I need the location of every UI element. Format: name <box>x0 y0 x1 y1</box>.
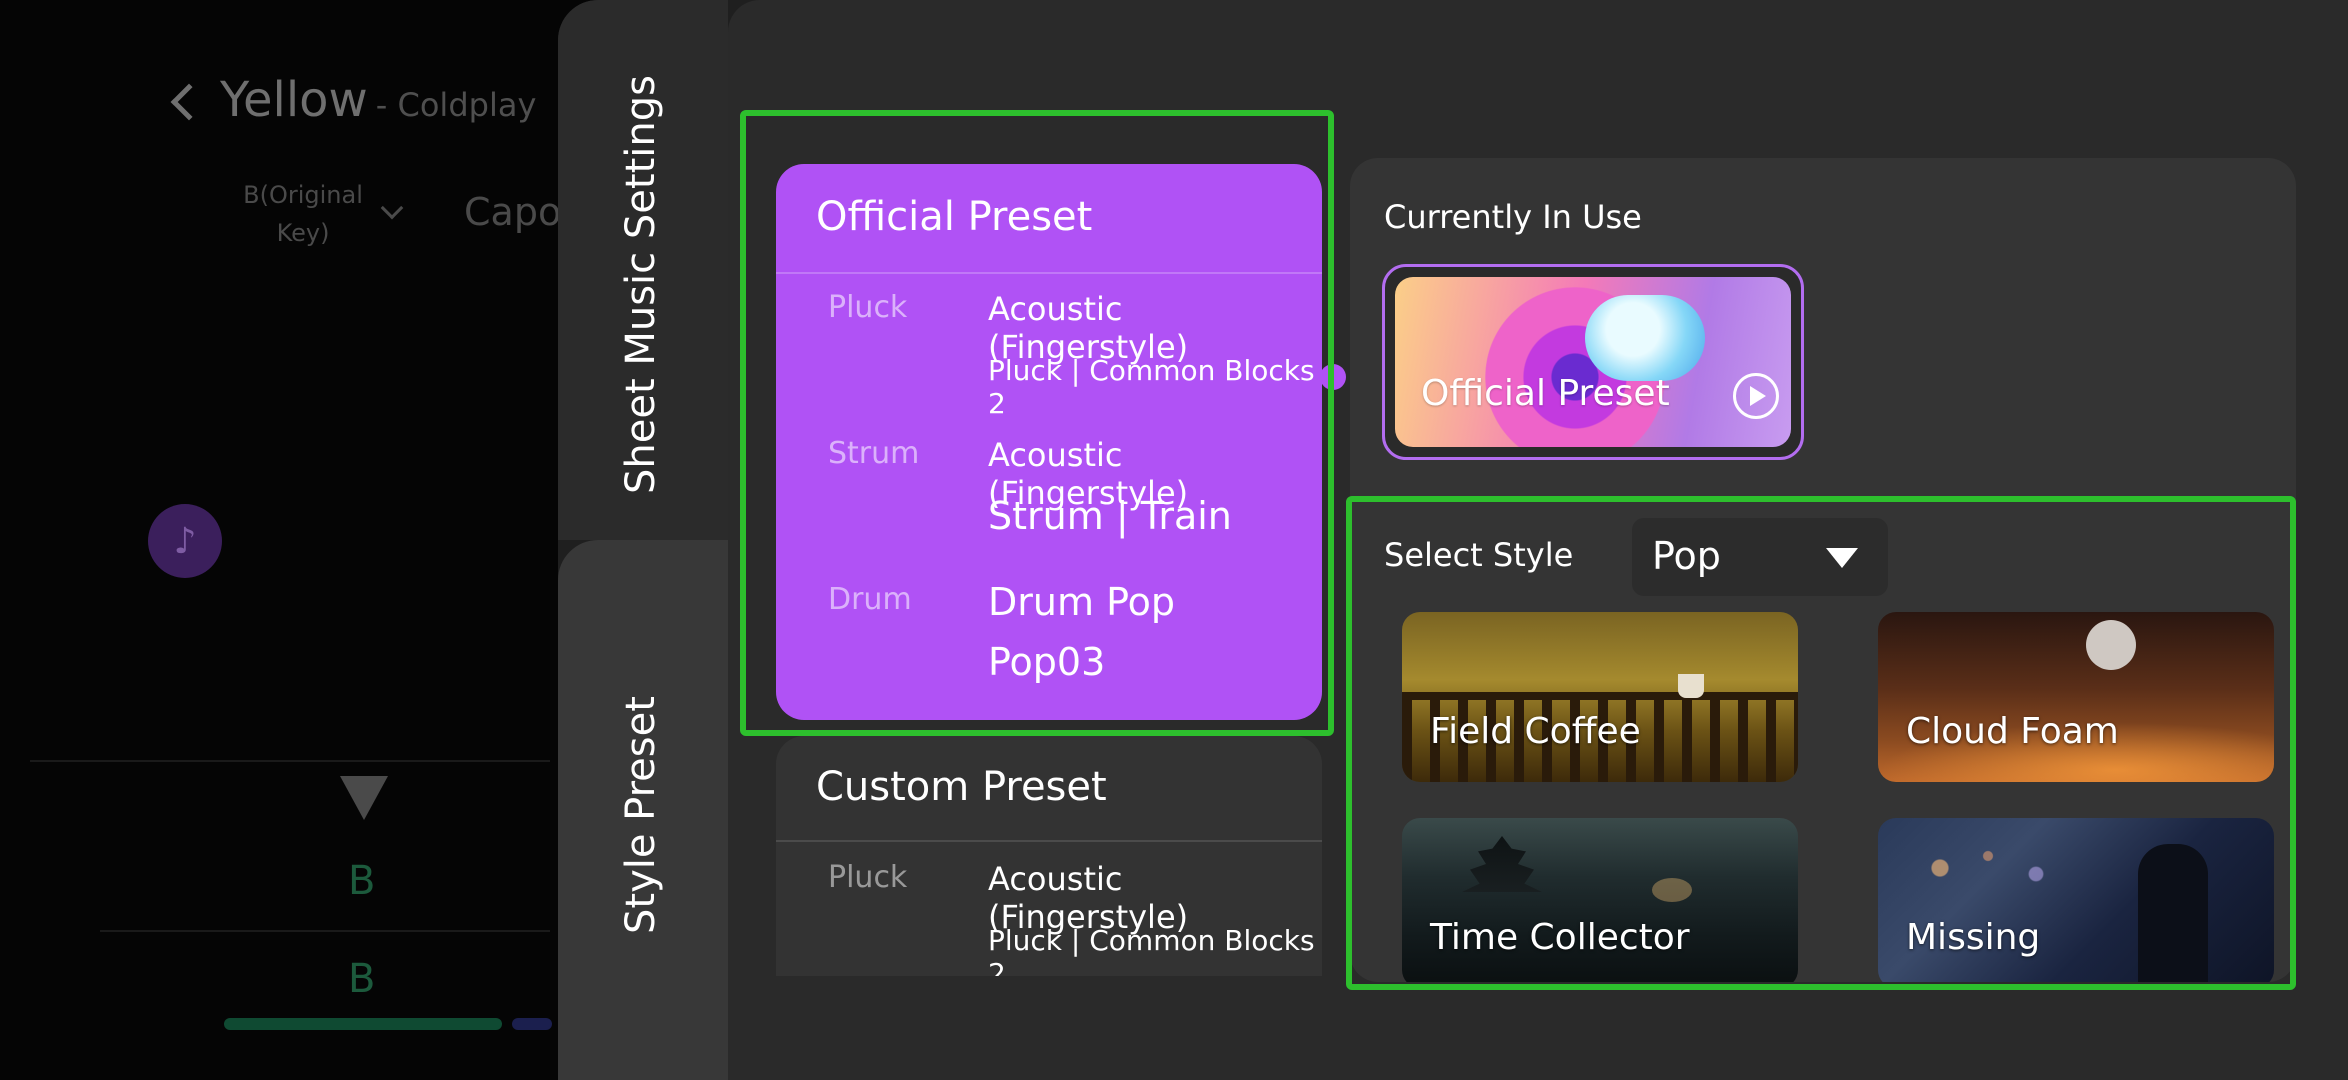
style-card-missing[interactable]: Missing <box>1878 818 2274 982</box>
chord-label: B <box>348 956 376 1002</box>
style-card-time-collector[interactable]: Time Collector <box>1402 818 1798 982</box>
pagoda-icon <box>1462 836 1542 892</box>
tab-label: Style Preset <box>618 696 664 934</box>
selection-notch <box>1320 364 1346 390</box>
card-title: Official Preset <box>816 194 1093 240</box>
strum-instrument: Acoustic (Fingerstyle) <box>988 436 1189 512</box>
divider <box>100 930 550 932</box>
progress-segment <box>224 1018 502 1030</box>
song-title: Yellow <box>220 72 368 128</box>
person-silhouette-icon <box>2138 844 2208 982</box>
style-dropdown[interactable]: Pop <box>1632 518 1888 596</box>
select-style-label: Select Style <box>1384 536 1574 574</box>
chord-label: B <box>348 858 376 904</box>
pluck-pattern: Pluck | Common Blocks 2 <box>988 924 1315 976</box>
drum-instrument: Drum Pop <box>988 580 1175 624</box>
tab-sheet-music-settings[interactable]: Sheet Music Settings <box>558 0 728 540</box>
tab-label: Sheet Music Settings <box>618 75 664 494</box>
drum-label: Drum <box>828 582 912 617</box>
current-preset-card[interactable]: Official Preset <box>1382 264 1804 460</box>
divider <box>30 760 550 762</box>
preset-artwork: Official Preset <box>1395 277 1791 447</box>
currently-in-use-label: Currently In Use <box>1384 198 1642 236</box>
play-icon <box>1750 386 1766 406</box>
custom-preset-card[interactable]: Custom Preset Pluck Acoustic (Fingerstyl… <box>776 736 1322 976</box>
capo-label[interactable]: Capo <box>464 190 562 234</box>
divider <box>776 272 1322 274</box>
style-name: Missing <box>1906 917 2041 958</box>
style-card-cloud-foam[interactable]: Cloud Foam <box>1878 612 2274 782</box>
pluck-label: Pluck <box>828 290 908 325</box>
pluck-label: Pluck <box>828 860 908 895</box>
strum-label: Strum <box>828 436 920 471</box>
progress-segment <box>512 1018 552 1030</box>
pluck-instrument: Acoustic (Fingerstyle) <box>988 290 1189 366</box>
style-name: Cloud Foam <box>1906 711 2119 752</box>
music-note-icon[interactable]: ♪ <box>148 504 222 578</box>
official-preset-card[interactable]: Official Preset Pluck Acoustic (Fingerst… <box>776 164 1322 720</box>
back-button[interactable]: Yellow - Coldplay <box>170 72 537 128</box>
pluck-pattern: Pluck | Common Blocks 2 <box>988 354 1315 420</box>
strum-pattern: Strum | Train <box>988 494 1232 538</box>
style-dropdown-value: Pop <box>1652 534 1721 578</box>
style-name: Time Collector <box>1430 917 1690 958</box>
coffee-cup-icon <box>1678 674 1704 698</box>
cloud-icon <box>1585 295 1705 381</box>
style-name: Field Coffee <box>1430 711 1641 752</box>
play-button[interactable] <box>1733 373 1779 419</box>
key-selector[interactable]: B(Original Key) <box>243 181 363 247</box>
caret-down-icon <box>1826 548 1858 568</box>
drum-icon <box>2086 620 2136 670</box>
tab-style-preset[interactable]: Style Preset <box>558 540 728 1080</box>
playhead-marker-icon <box>340 776 388 820</box>
drum-pattern: Pop03 <box>988 640 1106 684</box>
chevron-left-icon <box>170 83 208 121</box>
divider <box>776 840 1322 842</box>
chevron-down-icon <box>380 196 404 220</box>
style-detail-panel: Currently In Use Official Preset Select … <box>1350 158 2296 982</box>
song-artist: - Coldplay <box>375 86 537 124</box>
style-card-field-coffee[interactable]: Field Coffee <box>1402 612 1798 782</box>
card-title: Custom Preset <box>816 764 1107 810</box>
current-preset-title: Official Preset <box>1421 373 1670 414</box>
pluck-instrument: Acoustic (Fingerstyle) <box>988 860 1189 936</box>
